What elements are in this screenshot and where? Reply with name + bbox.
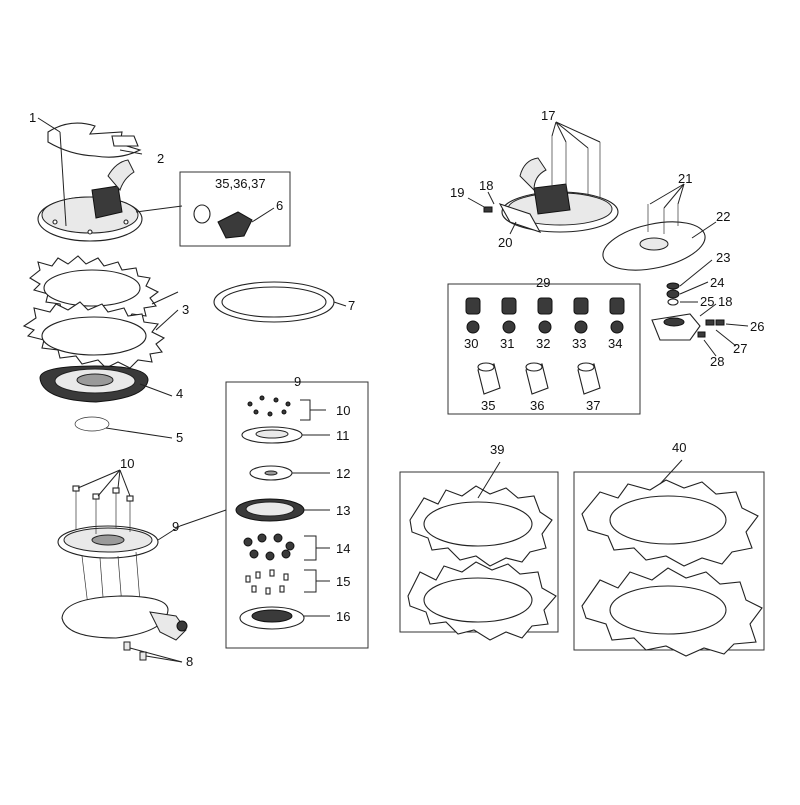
- callout-33: 33: [572, 336, 586, 351]
- part-19-bolt: [483, 206, 493, 213]
- callout-26: 26: [750, 319, 764, 334]
- callout-10-box: 10: [336, 403, 350, 418]
- callout-3: 3: [182, 302, 189, 317]
- part-15-pins: [245, 569, 289, 595]
- callout-22: 22: [716, 209, 730, 224]
- callout-30: 30: [464, 336, 478, 351]
- callout-40: 40: [672, 440, 686, 455]
- callout-25: 25: [700, 294, 714, 309]
- callout-14: 14: [336, 541, 350, 556]
- part-20-bracket: [498, 203, 542, 233]
- bushings-30-34: [465, 297, 625, 334]
- drive-housing-26-28: [651, 313, 725, 341]
- callout-13: 13: [336, 503, 350, 518]
- callout-24: 24: [710, 275, 724, 290]
- callout-4: 4: [176, 386, 183, 401]
- bolts-10: [72, 485, 134, 534]
- lower-bearing-plate: [57, 525, 159, 559]
- callout-2: 2: [157, 151, 164, 166]
- top-housing: [37, 159, 143, 242]
- callout-8: 8: [186, 654, 193, 669]
- callout-39: 39: [490, 442, 504, 457]
- part-4-flange: [39, 365, 149, 403]
- callout-35: 35: [481, 398, 495, 413]
- callout-17: 17: [541, 108, 555, 123]
- callout-labels: 1 2 3 4 5 6 35,36,37 7 8 9 9 10 10 11 12…: [29, 108, 764, 669]
- callout-18-top: 18: [479, 178, 493, 193]
- leader-lines: [37, 117, 749, 663]
- part-7-ring: [213, 281, 335, 323]
- part-2-plate: [111, 135, 139, 147]
- callout-16: 16: [336, 609, 350, 624]
- callout-10-left: 10: [120, 456, 134, 471]
- callout-27: 27: [733, 341, 747, 356]
- callout-32: 32: [536, 336, 550, 351]
- callout-36: 36: [530, 398, 544, 413]
- part-3-ring-upper: [29, 255, 160, 323]
- callout-15: 15: [336, 574, 350, 589]
- part-14-rollers: [243, 533, 295, 561]
- detail-box-9: [225, 381, 369, 649]
- callout-21: 21: [678, 171, 692, 186]
- callout-37: 37: [586, 398, 600, 413]
- part-22-plate: [602, 204, 706, 271]
- part-12-disc: [249, 465, 293, 481]
- callout-19: 19: [450, 185, 464, 200]
- callout-20: 20: [498, 235, 512, 250]
- callout-1: 1: [29, 110, 36, 125]
- lower-housing: [61, 551, 188, 641]
- part-5-circlip: [74, 416, 110, 432]
- detail-box-6: [179, 171, 291, 247]
- callout-11: 11: [336, 428, 350, 443]
- callout-9-left: 9: [172, 519, 179, 534]
- callout-28: 28: [710, 354, 724, 369]
- part-10-bolts: [247, 395, 291, 417]
- parts-23-25-stack: [666, 282, 680, 306]
- callout-9-box: 9: [294, 374, 301, 389]
- part-3-ring-lower: [22, 301, 166, 369]
- part-16-hub: [239, 606, 305, 630]
- callout-5: 5: [176, 430, 183, 445]
- callout-23: 23: [716, 250, 730, 265]
- callout-18-right: 18: [718, 294, 732, 309]
- callout-6: 6: [276, 198, 283, 213]
- part-39-rings: [407, 485, 557, 641]
- callout-34: 34: [608, 336, 622, 351]
- part-11-seal: [241, 426, 303, 444]
- callout-12: 12: [336, 466, 350, 481]
- part-6-fitting: [193, 204, 253, 239]
- callout-35-36-37: 35,36,37: [215, 176, 266, 191]
- part-1-shield: [47, 122, 142, 158]
- part-40-rings: [581, 479, 763, 657]
- sleeves-35-37: [477, 362, 601, 395]
- part-13-bearing: [235, 498, 305, 522]
- detail-box-29: [447, 283, 641, 415]
- callout-31: 31: [500, 336, 514, 351]
- callout-29: 29: [536, 275, 550, 290]
- detail-box-40: [573, 471, 765, 651]
- callout-7: 7: [348, 298, 355, 313]
